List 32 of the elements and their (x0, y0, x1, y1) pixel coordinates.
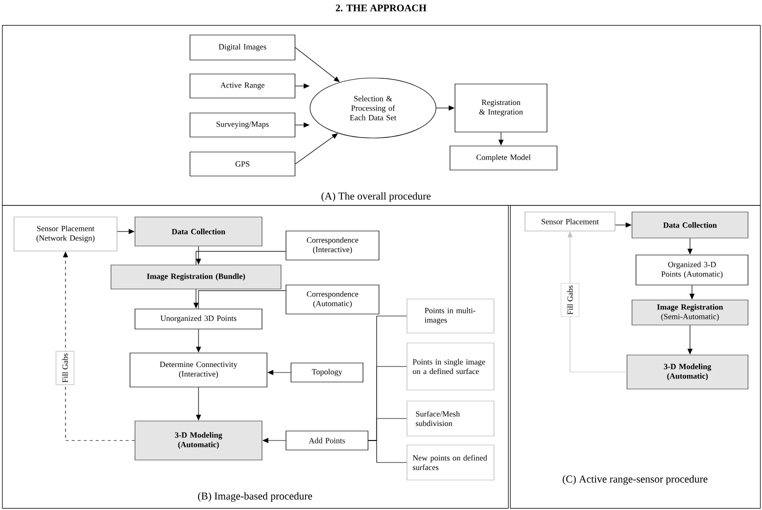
process-box: Unorganized 3D Points (134, 308, 262, 330)
edge-label: Fill Gabs (56, 351, 74, 385)
process-box: Data Collection (134, 216, 262, 246)
edge-label: Fill Gabs (560, 283, 580, 317)
panel-caption: (A) The overall procedure (322, 192, 431, 202)
process-box: Sensor Placement (Network Design) (14, 216, 118, 252)
process-box: Sensor Placement (524, 212, 616, 232)
process-box: GPS (190, 152, 296, 176)
option-box: New points on defined surfaces (406, 444, 494, 480)
arrow (295, 133, 338, 164)
process-box: Image Registration (Semi-Automatic) (632, 300, 748, 326)
option-box: Points in single image on a defined surface (406, 342, 494, 390)
process-box: Surveying/Maps (190, 112, 296, 138)
option-box: Surface/Mesh subdivision (406, 400, 494, 436)
process-box: Add Points (286, 430, 368, 450)
process-box: Digital Images (190, 34, 296, 60)
process-box: 3-D Modeling (Automatic) (626, 354, 748, 390)
process-box: Data Collection (632, 212, 748, 238)
panel-caption: (C) Active range-sensor procedure (562, 475, 708, 485)
process-box: Correspondence (Interactive) (286, 230, 380, 260)
process-box: Correspondence (Automatic) (286, 284, 380, 314)
process-box: Determine Connectivity (Interactive) (130, 352, 268, 388)
option-box: Points in multi- images (406, 298, 494, 334)
process-box: Active Range (190, 74, 296, 98)
panel-caption: (B) Image-based procedure (198, 492, 312, 502)
process-box: Registration & Integration (454, 84, 548, 132)
process-box: Complete Model (450, 146, 558, 170)
process-box: Image Registration (Bundle) (110, 264, 282, 290)
process-box: 3-D Modeling (Automatic) (134, 420, 262, 460)
title: 2. THE APPROACH (336, 4, 426, 12)
process-box: Organized 3-D Points (Automatic) (636, 254, 748, 286)
process-box: Topology (290, 362, 364, 382)
